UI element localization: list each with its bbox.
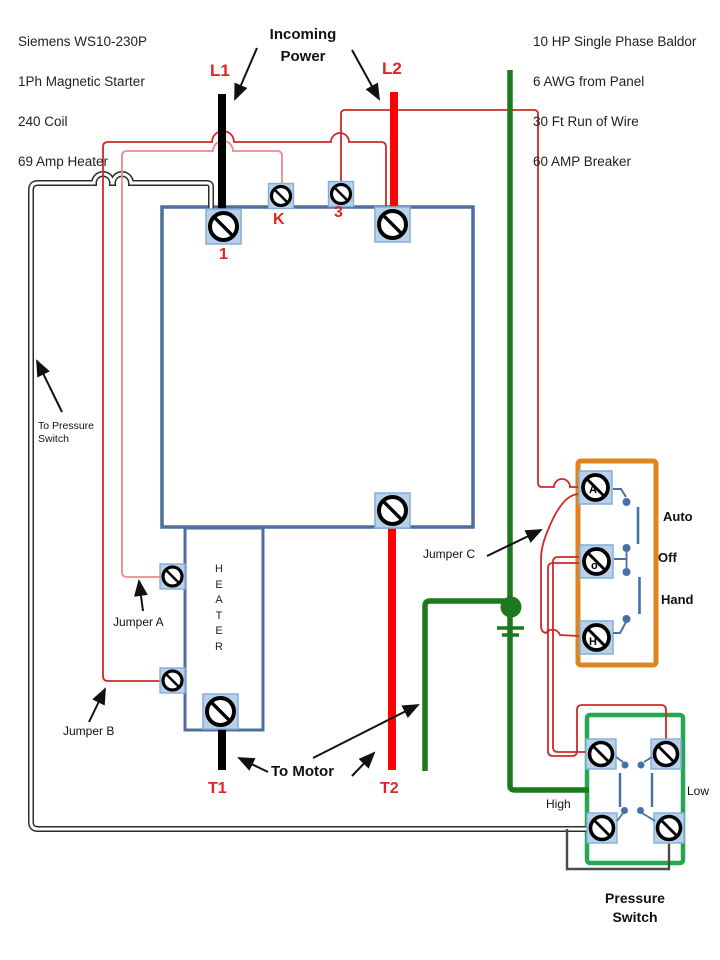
pressure-contacts [615, 756, 656, 822]
arrow-to-pressure-switch [36, 359, 63, 413]
starter-spec-block: Siemens WS10-230P 1Ph Magnetic Starter 2… [18, 12, 228, 192]
terminal-hand [579, 620, 614, 655]
to-motor-label: To Motor [271, 763, 335, 780]
selector-o-letter: o [591, 560, 598, 572]
pressure-switch-cable [28, 171, 671, 871]
arrow-jumper-b [88, 687, 106, 723]
selector-a-letter: A [589, 484, 597, 496]
hand-label: Hand [661, 592, 694, 607]
terminal-3 [327, 180, 355, 208]
terminal-ps-bottom-left [586, 812, 618, 844]
low-label: Low [687, 784, 710, 798]
high-label: High [546, 797, 571, 811]
terminal-1 [205, 208, 242, 245]
terminal-auto [578, 470, 613, 505]
arrow-to-motor-ground [312, 704, 420, 759]
terminal-off [579, 544, 614, 579]
arrow-jumper-c [486, 529, 543, 557]
terminal-k-label: K [273, 211, 285, 228]
wire-auto-feed [340, 109, 579, 488]
auto-label: Auto [663, 509, 693, 524]
arrow-to-motor-t2 [351, 751, 376, 777]
arrow-jumper-a [134, 579, 148, 612]
terminal-k [267, 182, 295, 210]
to-pressure-switch-label: To Pressure Switch [38, 420, 95, 445]
ground-wires [422, 70, 589, 793]
t2-label: T2 [380, 780, 399, 797]
terminal-heater-out [202, 693, 239, 730]
spec-line: 60 AMP Breaker [533, 154, 632, 169]
spec-line: 240 Coil [18, 114, 68, 129]
spec-line: 69 Amp Heater [18, 154, 109, 169]
arrow-to-motor-t1 [237, 757, 269, 773]
selector-h-letter: H [589, 636, 597, 648]
off-label: Off [658, 550, 677, 565]
terminals [159, 180, 685, 844]
pressure-switch-return-wire [565, 829, 671, 871]
wire-jumper-c [540, 493, 580, 637]
terminal-jumper-a [159, 563, 186, 590]
wire-pressure-high-feed [552, 556, 587, 753]
ground-main-wire [507, 70, 589, 793]
terminal-t2-out [374, 492, 411, 529]
l2-label: L2 [382, 59, 402, 78]
jumper-c-label: Jumper C [423, 547, 476, 561]
wire-jumper-a [121, 140, 283, 578]
arrow-incoming-l1 [234, 47, 258, 101]
l1-label: L1 [210, 61, 230, 80]
terminal-ps-top-left [585, 738, 617, 770]
contactor-box [160, 205, 475, 529]
spec-line: Siemens WS10-230P [18, 34, 148, 49]
ground-junction-dot [500, 596, 522, 618]
wire-jumper-b [102, 130, 387, 682]
spec-line: 6 AWG from Panel [533, 74, 645, 89]
selector-contacts [613, 488, 641, 634]
arrow-incoming-l2 [351, 49, 380, 101]
terminal-l2-in [374, 206, 411, 243]
ground-motor-branch [422, 598, 508, 771]
jumper-b-label: Jumper B [63, 724, 115, 738]
spec-line: 1Ph Magnetic Starter [18, 74, 145, 89]
wire-pressure-low-feed [547, 562, 667, 757]
pressure-switch-label: Pressure Switch [605, 890, 665, 925]
terminal-jumper-b [159, 667, 186, 694]
terminal-1-label: 1 [219, 246, 228, 263]
motor-spec-block: 10 HP Single Phase Baldor 6 AWG from Pan… [533, 12, 720, 192]
terminal-3-label: 3 [334, 204, 343, 221]
spec-line: 30 Ft Run of Wire [533, 114, 639, 129]
terminal-ps-top-right [650, 738, 682, 770]
t1-label: T1 [208, 780, 227, 797]
terminal-ps-bottom-right [653, 812, 685, 844]
heater-label: HEATER [215, 563, 223, 653]
jumper-a-label: Jumper A [113, 615, 164, 629]
incoming-power-label: Incoming Power [269, 26, 337, 65]
annotation-arrows [36, 47, 543, 777]
spec-line: 10 HP Single Phase Baldor [533, 34, 697, 49]
